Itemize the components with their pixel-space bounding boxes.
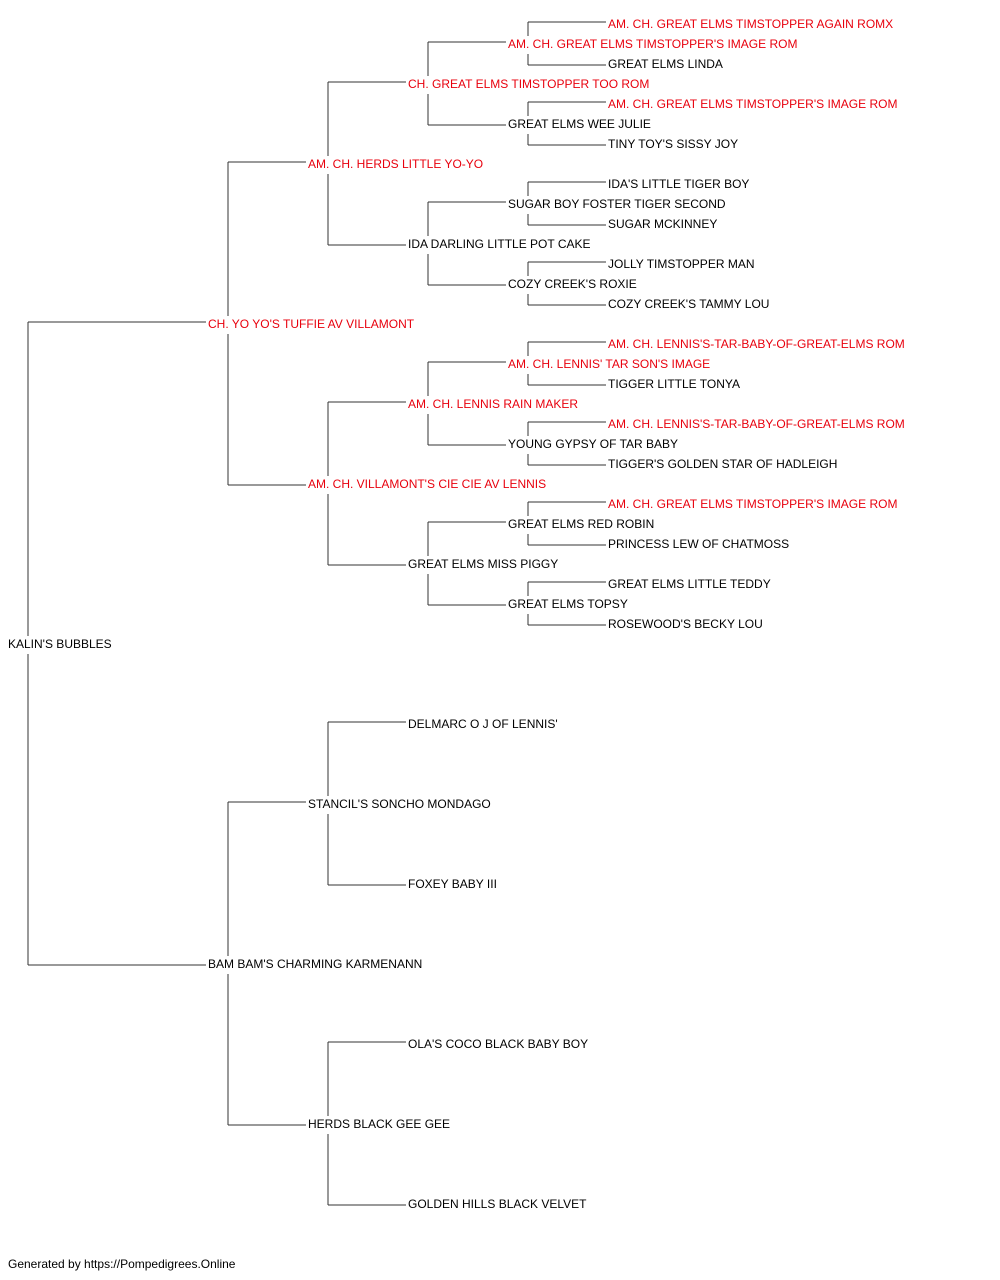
pedigree-name: STANCIL'S SONCHO MONDAGO bbox=[308, 797, 491, 811]
pedigree-name: BAM BAM'S CHARMING KARMENANN bbox=[208, 957, 422, 971]
pedigree-name: AM. CH. GREAT ELMS TIMSTOPPER'S IMAGE RO… bbox=[608, 497, 897, 511]
pedigree-name: SUGAR MCKINNEY bbox=[608, 217, 717, 231]
pedigree-name: GREAT ELMS LINDA bbox=[608, 57, 723, 71]
footer-credit: Generated by https://Pompedigrees.Online bbox=[8, 1257, 236, 1271]
pedigree-name: CH. YO YO'S TUFFIE AV VILLAMONT bbox=[208, 317, 415, 331]
pedigree-name: TIGGER'S GOLDEN STAR OF HADLEIGH bbox=[608, 457, 837, 471]
pedigree-name: YOUNG GYPSY OF TAR BABY bbox=[508, 437, 678, 451]
pedigree-name: OLA'S COCO BLACK BABY BOY bbox=[408, 1037, 588, 1051]
pedigree-name: GREAT ELMS LITTLE TEDDY bbox=[608, 577, 771, 591]
pedigree-name: CH. GREAT ELMS TIMSTOPPER TOO ROM bbox=[408, 77, 649, 91]
pedigree-name: GREAT ELMS MISS PIGGY bbox=[408, 557, 558, 571]
pedigree-name: AM. CH. VILLAMONT'S CIE CIE AV LENNIS bbox=[308, 477, 546, 491]
pedigree-name: ROSEWOOD'S BECKY LOU bbox=[608, 617, 763, 631]
pedigree-name: GREAT ELMS WEE JULIE bbox=[508, 117, 651, 131]
pedigree-name: COZY CREEK'S ROXIE bbox=[508, 277, 637, 291]
pedigree-name: IDA'S LITTLE TIGER BOY bbox=[608, 177, 749, 191]
pedigree-name: TIGGER LITTLE TONYA bbox=[608, 377, 740, 391]
pedigree-name: SUGAR BOY FOSTER TIGER SECOND bbox=[508, 197, 726, 211]
pedigree-name: AM. CH. GREAT ELMS TIMSTOPPER AGAIN ROMX bbox=[608, 17, 893, 31]
pedigree-name: AM. CH. HERDS LITTLE YO-YO bbox=[308, 157, 483, 171]
pedigree-name: COZY CREEK'S TAMMY LOU bbox=[608, 297, 769, 311]
pedigree-name: GREAT ELMS RED ROBIN bbox=[508, 517, 654, 531]
pedigree-name: GOLDEN HILLS BLACK VELVET bbox=[408, 1197, 587, 1211]
pedigree-name: TINY TOY'S SISSY JOY bbox=[608, 137, 738, 151]
pedigree-name: HERDS BLACK GEE GEE bbox=[308, 1117, 450, 1131]
pedigree-name: DELMARC O J OF LENNIS' bbox=[408, 717, 558, 731]
pedigree-name: GREAT ELMS TOPSY bbox=[508, 597, 628, 611]
pedigree-name: AM. CH. LENNIS'S-TAR-BABY-OF-GREAT-ELMS … bbox=[608, 417, 905, 431]
pedigree-name: AM. CH. LENNIS'S-TAR-BABY-OF-GREAT-ELMS … bbox=[608, 337, 905, 351]
pedigree-name: AM. CH. GREAT ELMS TIMSTOPPER'S IMAGE RO… bbox=[508, 37, 797, 51]
pedigree-name: PRINCESS LEW OF CHATMOSS bbox=[608, 537, 789, 551]
pedigree-name: AM. CH. LENNIS RAIN MAKER bbox=[408, 397, 578, 411]
pedigree-name: KALIN'S BUBBLES bbox=[8, 637, 112, 651]
pedigree-name: AM. CH. LENNIS' TAR SON'S IMAGE bbox=[508, 357, 710, 371]
pedigree-name: AM. CH. GREAT ELMS TIMSTOPPER'S IMAGE RO… bbox=[608, 97, 897, 111]
pedigree-name: JOLLY TIMSTOPPER MAN bbox=[608, 257, 754, 271]
pedigree-name: IDA DARLING LITTLE POT CAKE bbox=[408, 237, 591, 251]
pedigree-name: FOXEY BABY III bbox=[408, 877, 497, 891]
